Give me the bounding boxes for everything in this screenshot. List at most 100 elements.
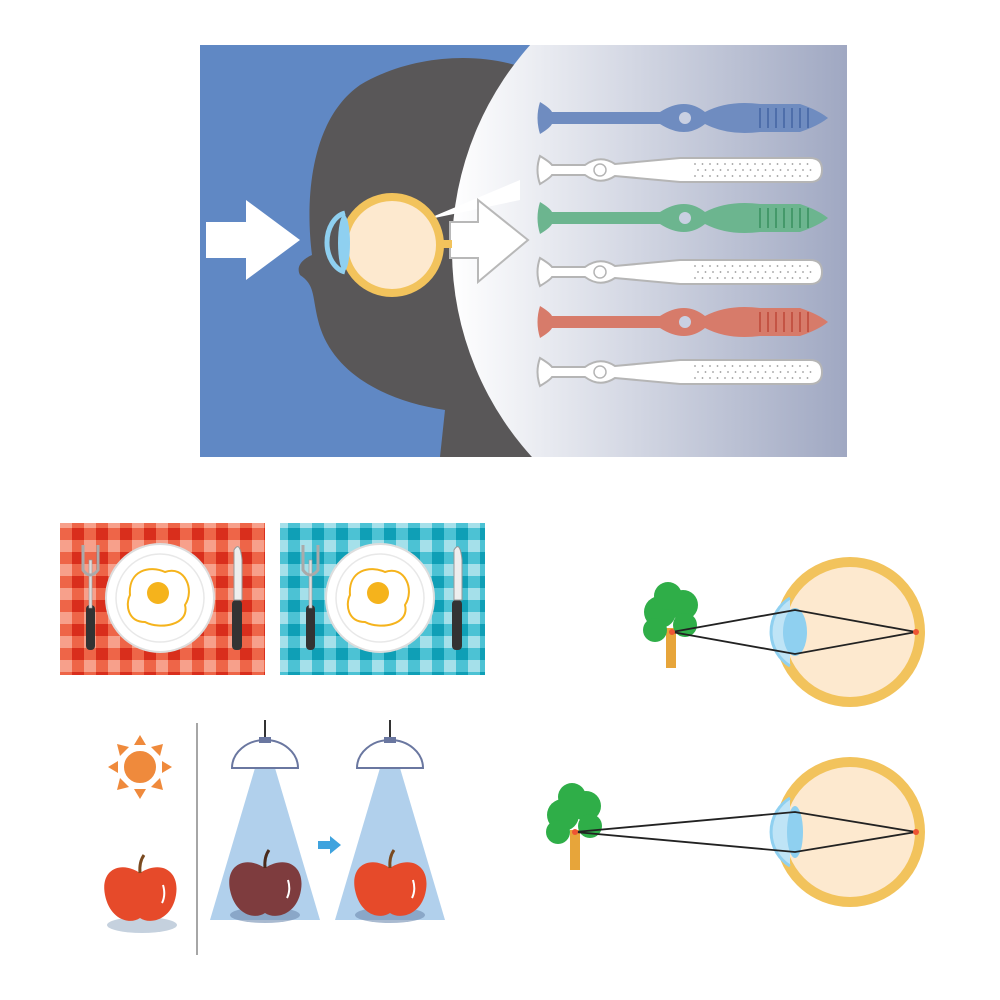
rod-dot [724,377,726,379]
rod-dot [802,371,804,373]
rod-dot [799,175,801,177]
rod-dot [709,377,711,379]
rod-dot [731,163,734,165]
rod-dot [772,371,774,373]
rod-dot [791,175,794,177]
rod-dot [799,265,801,267]
rod-dot [746,175,749,177]
rod-dot [734,169,737,171]
rod-dot [776,265,779,267]
rod-dot [694,377,696,379]
rod-dot [791,163,794,165]
rod-dot [694,175,696,177]
knife-icon [232,546,243,650]
rod-dot [787,169,789,171]
retina-zoom-circle [452,45,847,457]
rod-body [536,256,824,288]
cell-nucleus [593,163,607,177]
rod-dot [794,271,797,273]
rod-dot [704,271,707,273]
rod-dot [724,163,726,165]
rod-dot [784,365,786,367]
rod-dot [739,265,741,267]
rod-dot [739,277,741,279]
rod-dot [731,265,734,267]
rod-dot [757,169,759,171]
rod-dot [776,175,779,177]
rod-dot [784,175,786,177]
rod-dot [746,277,749,279]
rod-dot [694,365,696,367]
rod-dot [739,377,741,379]
rod-dot [802,271,804,273]
rod-cell [536,356,824,388]
lamp-shade [230,739,300,769]
rod-dot [802,169,804,171]
fork-icon [81,545,100,650]
rod-dot [694,265,696,267]
apple-in-sunlight [104,854,177,933]
rod-dot [727,169,729,171]
rod-dot [731,365,734,367]
rod-dot [694,163,696,165]
rod-dot [709,163,711,165]
rod-dot [727,271,729,273]
apple-dark [229,862,302,916]
rod-dot [776,163,779,165]
rod-dot [739,163,741,165]
rod-dot [769,277,771,279]
rod-dot [769,265,771,267]
rod-dot [712,371,714,373]
rod-dot [806,377,809,379]
lamp-adapted [335,720,445,923]
rod-dot [731,277,734,279]
rod-dot [701,365,704,367]
egg-yolk [367,582,389,604]
rod-dot [794,371,797,373]
arrow-right-icon [318,836,341,854]
rod-dot [724,277,726,279]
cell-nucleus [593,365,607,379]
rod-dot [779,371,782,373]
rod-dot [769,175,771,177]
lens [787,806,803,858]
rod-dot [709,265,711,267]
sun-icon [108,735,172,799]
fork-icon [301,545,320,650]
rod-dot [719,271,722,273]
cell-nucleus [679,112,691,124]
plate [105,543,215,653]
cornea [769,596,791,668]
rod-dot [806,265,809,267]
rod-dot [806,175,809,177]
rod-dot [784,377,786,379]
rod-dot [806,277,809,279]
rod-dot [772,271,774,273]
rod-dot [716,277,719,279]
rod-dot [746,265,749,267]
rod-dot [694,277,696,279]
rod-dot [754,377,756,379]
lens [338,215,350,271]
eye-focus-far [546,757,925,907]
rod-dot [794,169,797,171]
rod-dot [727,371,729,373]
rod-dot [746,163,749,165]
cone-cell [537,202,828,234]
rod-dot [716,265,719,267]
egg-yolk [147,582,169,604]
rod-dot [739,175,741,177]
rod-dot [779,271,782,273]
rod-dot [809,371,812,373]
light-beam [425,180,520,220]
rod-dot [779,169,782,171]
rod-dot [761,365,764,367]
lamp-shade [355,739,425,769]
rod-dot [769,377,771,379]
eye-focus-near [643,557,925,707]
signal-arrow [449,197,530,285]
rod-dot [754,365,756,367]
rod-dot [749,371,752,373]
rod-dot [716,163,719,165]
